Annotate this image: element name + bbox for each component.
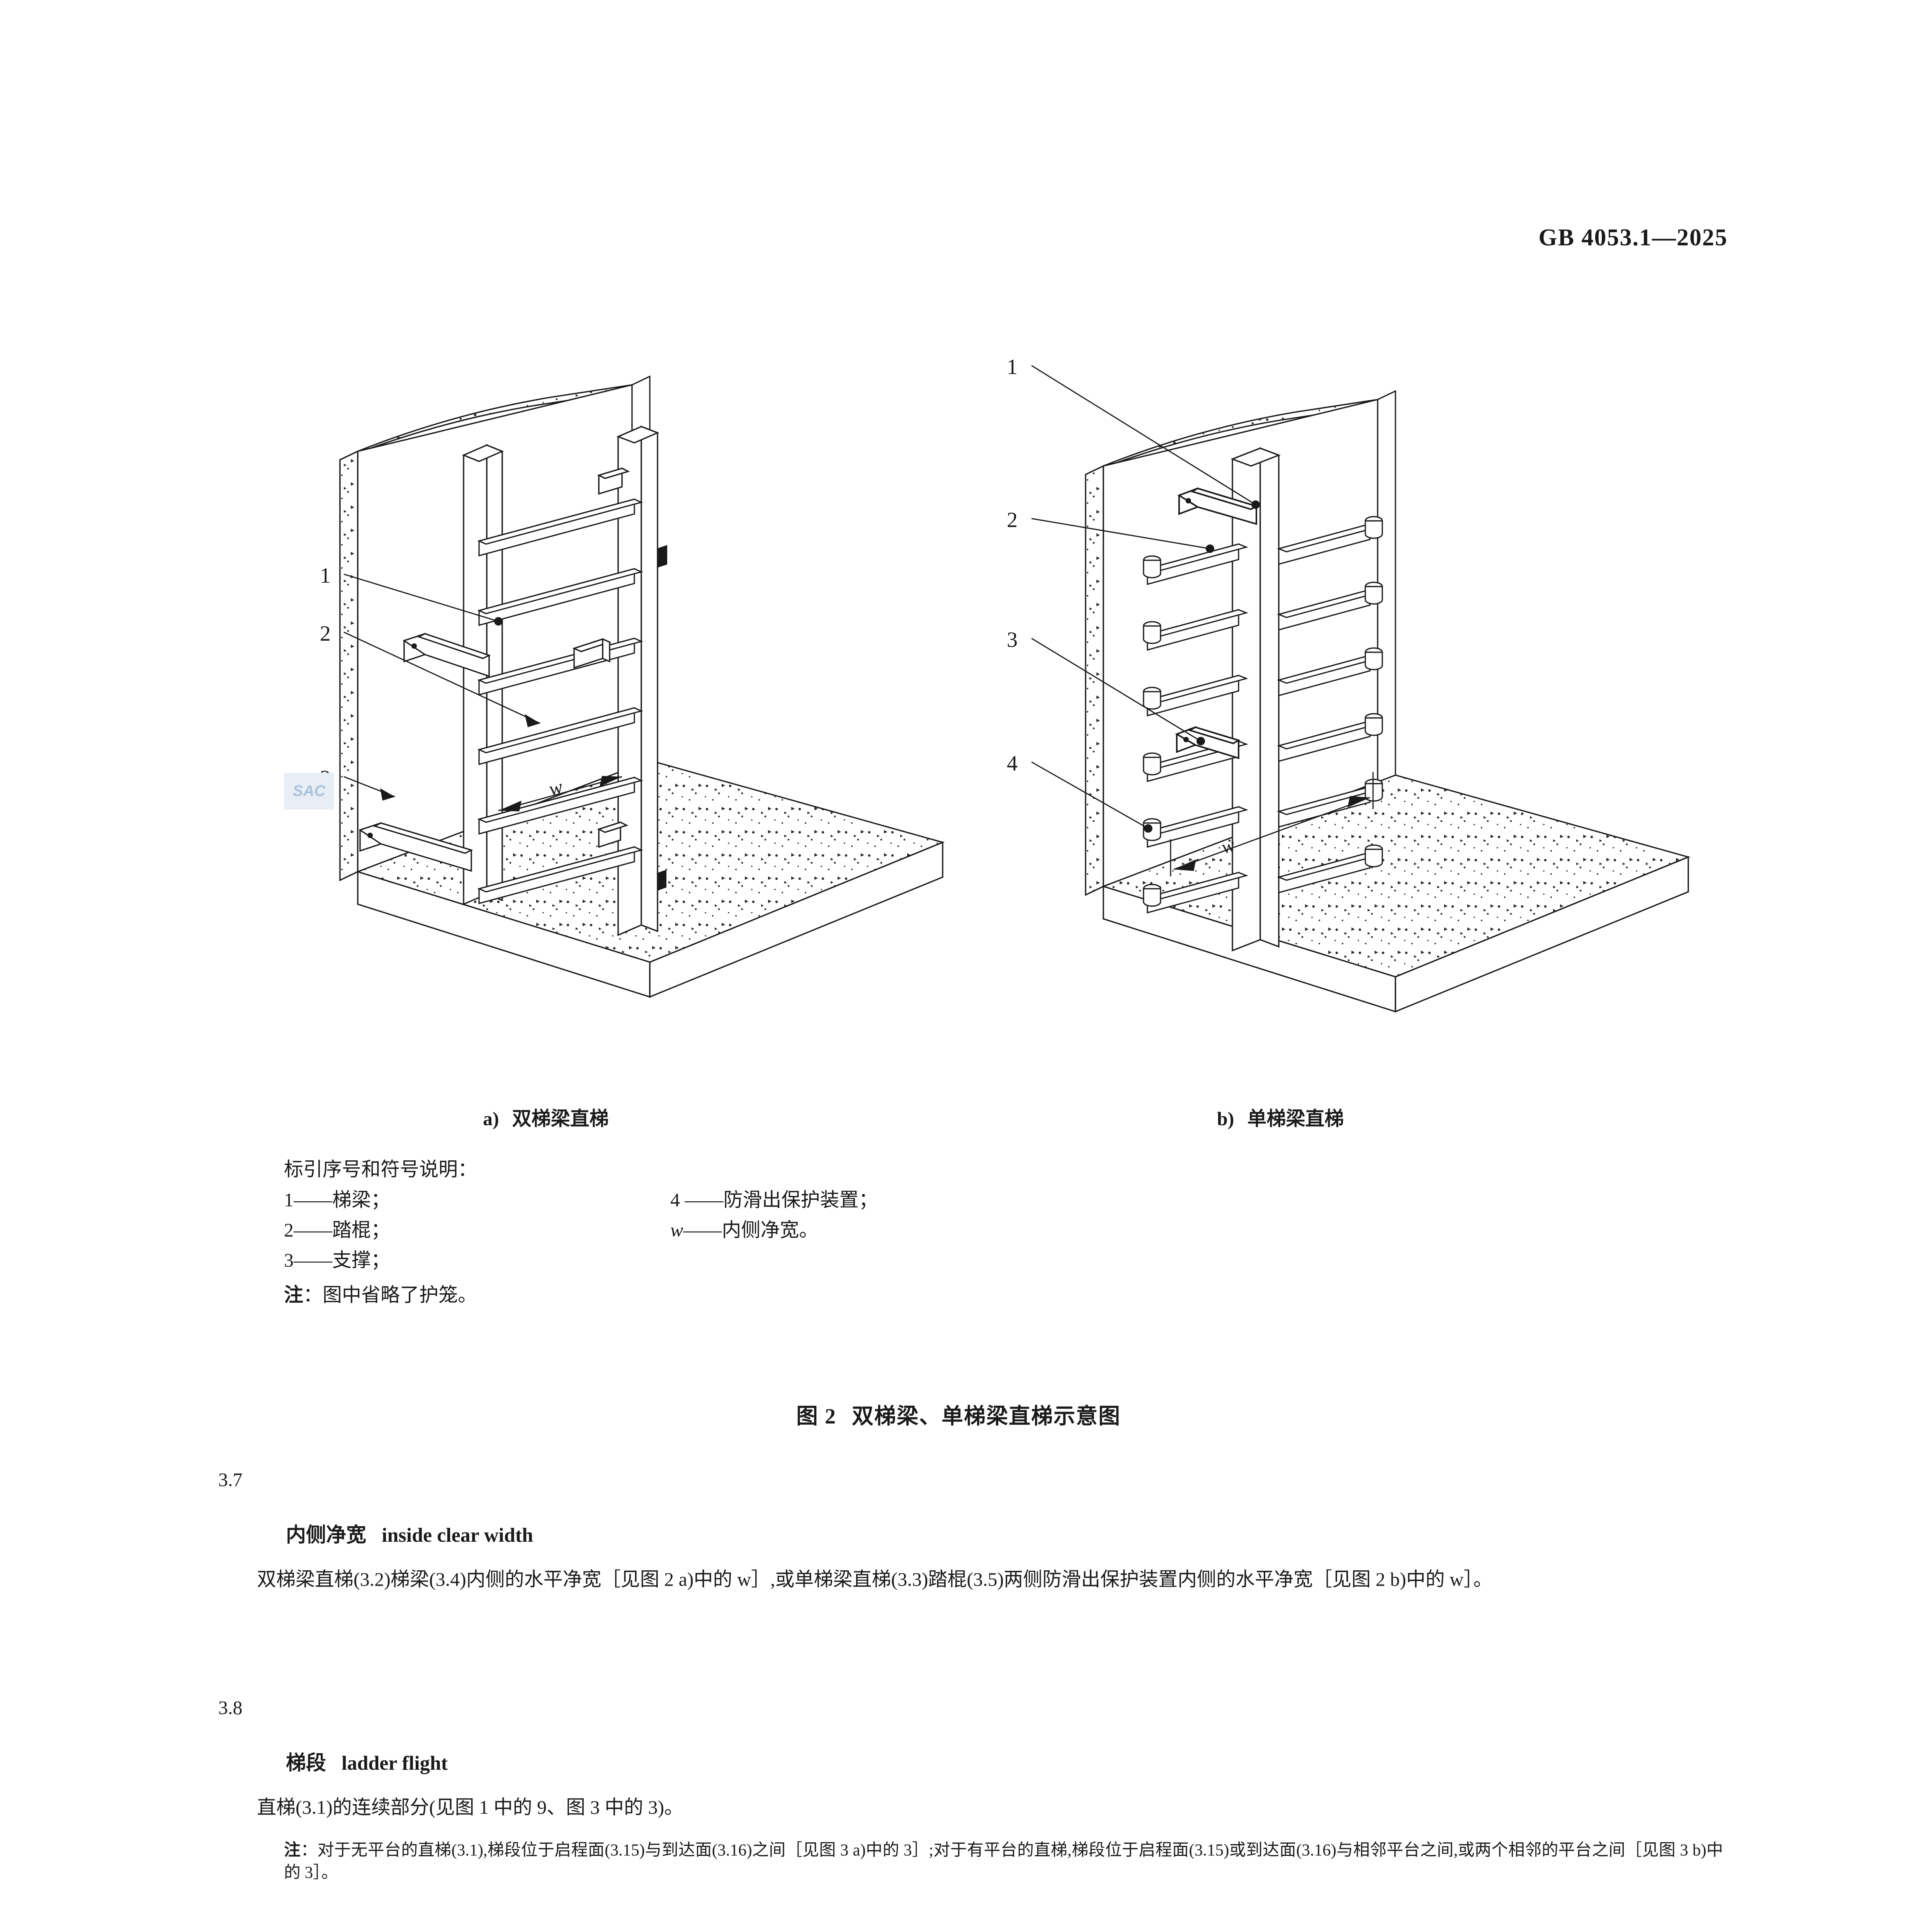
clause-note-3-8-text: ：对于无平台的直梯(3.1),梯段位于启程面(3.15)与到达面(3.16)之间… <box>284 1841 1723 1882</box>
clause-term-3-8: 梯段 ladder flight <box>286 1747 448 1776</box>
callout-b-2: 2 <box>1007 508 1018 532</box>
figure-2-title-prefix: 图 2 <box>796 1405 836 1429</box>
legend-row: 3——支撑； <box>284 1246 1173 1276</box>
clause-number-3-7: 3.7 <box>218 1469 243 1490</box>
clause-number-3-8: 3.8 <box>218 1697 243 1718</box>
legend-item-3: 3——支撑； <box>284 1249 390 1271</box>
figure-2-illustrations: w 1 2 3 <box>216 270 1723 1121</box>
ladder-diagram-svg: w 1 2 3 <box>320 355 1691 1013</box>
clause-term-3-7: 内侧净宽 inside clear width <box>286 1519 533 1548</box>
clause-body-3-7: 双梯梁直梯(3.2)梯梁(3.4)内侧的水平净宽［见图 2 a)中的 w］,或单… <box>257 1568 1493 1590</box>
legend-grid: 1——梯梁； 4 ——防滑出保护装置； 2——踏棍； w——内侧净宽。 3——支… <box>284 1186 1173 1276</box>
clause-term-3-8-en: ladder flight <box>342 1752 448 1774</box>
page-header-standard-code: GB 4053.1—2025 <box>1538 224 1728 251</box>
legend-row: 1——梯梁； 4 ——防滑出保护装置； <box>284 1186 1173 1216</box>
legend-symbol-w-text: ——内侧净宽。 <box>683 1219 819 1241</box>
legend-note: 注：图中省略了护笼。 <box>284 1281 1598 1309</box>
subcaption-a: a) 双梯梁直梯 <box>483 1103 609 1131</box>
legend-row: 2——踏棍； w——内侧净宽。 <box>284 1216 1173 1246</box>
legend-item-w: w——内侧净宽。 <box>670 1216 818 1244</box>
legend-note-label: 注 <box>284 1284 303 1306</box>
figure-2-title-text: 双梯梁、单梯梁直梯示意图 <box>852 1405 1121 1429</box>
legend-symbol-w: w <box>670 1219 683 1241</box>
sac-watermark: SAC <box>284 773 334 810</box>
clause-body-3-8: 直梯(3.1)的连续部分(见图 1 中的 9、图 3 中的 3)。 <box>257 1796 684 1818</box>
clause-term-3-7-cn: 内侧净宽 <box>286 1524 367 1546</box>
callout-b-3: 3 <box>1007 628 1018 652</box>
legend-title: 标引序号和符号说明： <box>284 1158 477 1180</box>
clause-note-3-8-label: 注 <box>284 1841 301 1859</box>
callout-a-2: 2 <box>320 622 331 646</box>
subcaption-b-label: b) <box>1217 1108 1234 1129</box>
subcaption-b-text: 单梯梁直梯 <box>1247 1108 1344 1129</box>
subcaption-a-label: a) <box>483 1108 499 1129</box>
figure-legend: 标引序号和符号说明： 1——梯梁； 4 ——防滑出保护装置； 2——踏棍； w—… <box>284 1155 1598 1309</box>
figure-a-double-stringer-ladder: w 1 2 3 <box>320 375 945 998</box>
clause-term-3-7-en: inside clear width <box>382 1524 533 1546</box>
clause-term-3-8-cn: 梯段 <box>286 1752 326 1774</box>
clause-note-3-8: 注：对于无平台的直梯(3.1),梯段位于启程面(3.15)与到达面(3.16)之… <box>284 1839 1723 1884</box>
callout-b-1: 1 <box>1007 355 1018 379</box>
callout-a-1: 1 <box>320 564 331 588</box>
figure-subcaptions: a) 双梯梁直梯 b) 单梯梁直梯 <box>216 1103 1723 1146</box>
subcaption-b: b) 单梯梁直梯 <box>1217 1103 1344 1131</box>
figure-2-title: 图 2 双梯梁、单梯梁直梯示意图 <box>0 1399 1917 1430</box>
legend-note-text: ：图中省略了护笼。 <box>303 1284 477 1306</box>
legend-item-4: 4 ——防滑出保护装置； <box>670 1189 878 1211</box>
callout-b-4: 4 <box>1007 752 1018 776</box>
legend-item-2: 2——踏棍； <box>284 1219 390 1241</box>
subcaption-a-text: 双梯梁直梯 <box>512 1108 609 1129</box>
legend-item-1: 1——梯梁； <box>284 1189 390 1211</box>
figure-b-single-stringer-ladder: w 1 2 3 4 <box>1007 355 1691 1013</box>
